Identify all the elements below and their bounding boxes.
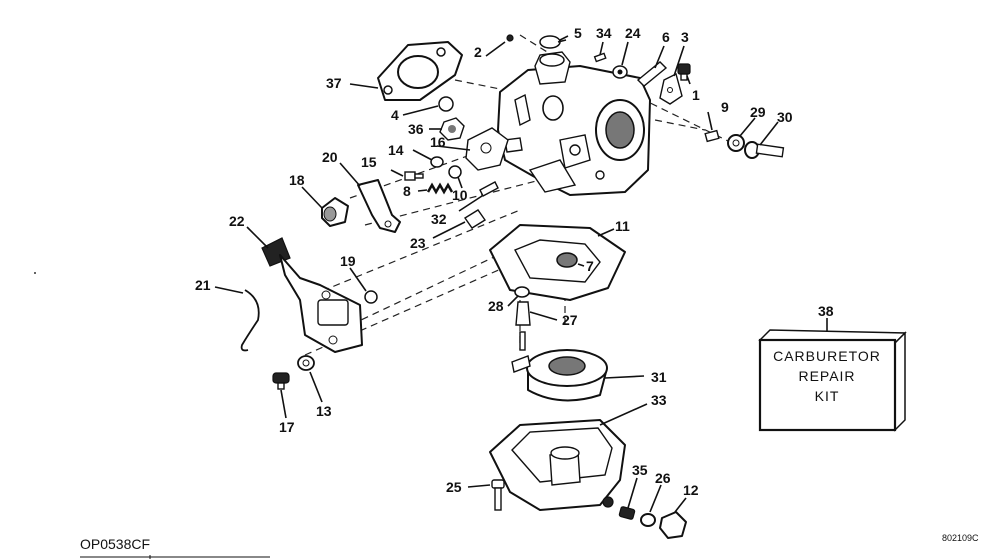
figure-code-left: OP0538CF <box>80 536 150 552</box>
part-19-washer <box>364 290 378 304</box>
part-25-bolt <box>491 479 505 511</box>
part-11-gasket <box>489 224 626 301</box>
callout-17: 17 <box>279 419 295 435</box>
callout-29: 29 <box>750 104 766 120</box>
callout-12: 12 <box>683 482 699 498</box>
callout-36: 36 <box>408 121 424 137</box>
callout-19: 19 <box>340 253 356 269</box>
callout-22: 22 <box>229 213 245 229</box>
callout-20: 20 <box>322 149 338 165</box>
part-10-washer <box>448 165 462 179</box>
part-9-screw <box>704 129 720 143</box>
callout-numbers: 2 5 34 24 6 3 1 37 4 36 14 16 20 15 18 8… <box>195 25 834 498</box>
callout-26: 26 <box>655 470 671 486</box>
part-29-washer <box>727 134 745 152</box>
part-28-seat <box>514 286 530 298</box>
part-27-needle <box>515 301 531 351</box>
part-30-screw <box>744 141 785 159</box>
callout-4: 4 <box>391 107 399 123</box>
callout-23: 23 <box>410 235 426 251</box>
stray-dot <box>34 272 36 274</box>
callout-28: 28 <box>488 298 504 314</box>
part-33-float-bowl <box>489 419 626 511</box>
callout-10: 10 <box>452 187 468 203</box>
part-36-nut <box>439 117 465 141</box>
callout-18: 18 <box>289 172 305 188</box>
kit-label-line1: CARBURETOR <box>773 348 881 364</box>
callout-32: 32 <box>431 211 447 227</box>
part-32-pin <box>479 181 499 197</box>
part-13-washer <box>297 355 315 371</box>
part-35-plug <box>618 506 636 520</box>
gasket-37 <box>377 41 463 101</box>
callout-33: 33 <box>651 392 667 408</box>
callout-1: 1 <box>692 87 700 103</box>
part-18-cap <box>321 197 349 227</box>
carburetor-body <box>497 51 651 196</box>
callout-15: 15 <box>361 154 377 170</box>
kit-label-line3: KIT <box>815 388 840 404</box>
callout-13: 13 <box>316 403 332 419</box>
kit-label-line2: REPAIR <box>798 368 855 384</box>
part-2-pin <box>506 34 514 42</box>
callout-3: 3 <box>681 29 689 45</box>
part-15-screw <box>404 171 424 181</box>
callout-35: 35 <box>632 462 648 478</box>
callout-7: 7 <box>586 258 594 274</box>
part-20-lever <box>357 179 401 233</box>
callout-5: 5 <box>574 25 582 41</box>
callout-6: 6 <box>662 29 670 45</box>
callout-21: 21 <box>195 277 211 293</box>
callout-24: 24 <box>625 25 641 41</box>
part-4-ball <box>438 96 454 112</box>
part-12-plug <box>659 511 687 539</box>
part-17-screw <box>272 372 290 390</box>
part-5-plug <box>539 35 561 49</box>
callout-30: 30 <box>777 109 793 125</box>
callout-25: 25 <box>446 479 462 495</box>
part-26-washer <box>640 513 656 527</box>
callout-2: 2 <box>474 44 482 60</box>
callout-34: 34 <box>596 25 612 41</box>
leader-lines <box>214 35 828 513</box>
repair-kit-box: CARBURETOR REPAIR KIT <box>758 329 907 432</box>
part-6-needle <box>636 61 668 87</box>
callout-37: 37 <box>326 75 342 91</box>
callout-14: 14 <box>388 142 404 158</box>
part-14-washer <box>430 156 444 168</box>
figure-code-right: 802109C <box>942 533 979 543</box>
callout-8: 8 <box>403 183 411 199</box>
callout-27: 27 <box>562 312 578 328</box>
part-21-link <box>240 289 260 352</box>
part-22-throttle-arm <box>261 237 363 353</box>
part-34-screw <box>593 52 607 63</box>
part-8-spring <box>426 182 454 195</box>
part-24-washer <box>612 65 628 79</box>
part-1-screw <box>677 63 691 81</box>
part-16-plate <box>465 127 509 171</box>
part-31-float <box>511 349 608 402</box>
callout-9: 9 <box>721 99 729 115</box>
callout-31: 31 <box>651 369 667 385</box>
callout-16: 16 <box>430 134 446 150</box>
callout-38: 38 <box>818 303 834 319</box>
part-3-bracket <box>659 72 683 105</box>
callout-11: 11 <box>615 218 630 234</box>
part-23-screw <box>464 209 486 229</box>
